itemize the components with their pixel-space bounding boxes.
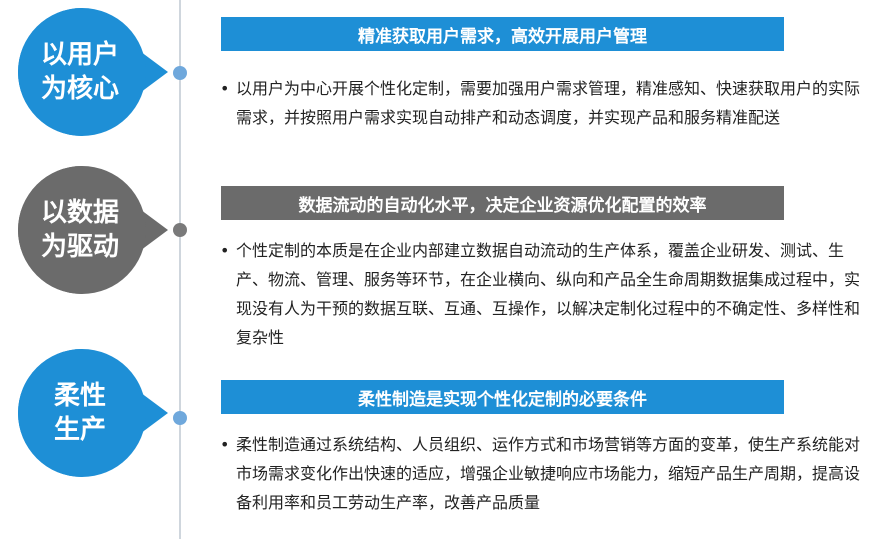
badge-line-1: 以用户 [40,40,119,70]
timeline-dot [173,66,187,80]
bullet: • [220,435,230,454]
bullet: • [220,241,230,260]
section-body: • 柔性制造通过系统结构、人员组织、运作方式和市场营销等方面的变革，使生产系统能… [220,430,870,517]
section-text: 柔性制造通过系统结构、人员组织、运作方式和市场营销等方面的变革，使生产系统能对市… [236,435,861,512]
badge-line-2: 为核心 [40,74,119,104]
badge-user-centric: 以用户 为核心 [18,8,168,136]
badge-line-1: 柔性 [53,381,106,411]
section-banner: 精准获取用户需求，高效开展用户管理 [221,17,784,51]
badge-data-driven: 以数据 为驱动 [18,166,168,294]
badge-line-2: 生产 [53,415,106,445]
section-text: 以用户为中心开展个性化定制，需要加强用户需求管理，精准感知、快速获取用户的实际需… [236,79,861,127]
section-banner: 柔性制造是实现个性化定制的必要条件 [221,380,784,414]
badge-line-1: 以数据 [40,198,119,228]
timeline-line [179,0,181,539]
timeline-dot [173,223,187,237]
section-banner: 数据流动的自动化水平，决定企业资源优化配置的效率 [221,186,784,220]
timeline-dot [173,411,187,425]
section-body: • 个性定制的本质是在企业内部建立数据自动流动的生产体系，覆盖企业研发、测试、生… [220,236,870,352]
badge-flexible-production: 柔性 生产 [18,349,168,477]
section-text: 个性定制的本质是在企业内部建立数据自动流动的生产体系，覆盖企业研发、测试、生产、… [236,241,861,347]
badge-line-2: 为驱动 [40,232,119,262]
section-body: • 以用户为中心开展个性化定制，需要加强用户需求管理，精准感知、快速获取用户的实… [220,74,870,132]
bullet: • [220,79,230,98]
